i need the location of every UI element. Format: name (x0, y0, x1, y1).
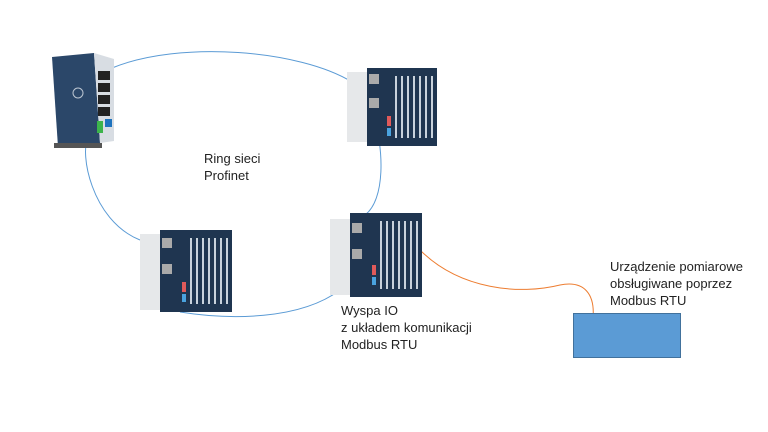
io-island-label-line-3: Modbus RTU (341, 337, 418, 352)
ring-label: Ring sieci Profinet (204, 150, 260, 184)
ring-label-line-1: Ring sieci (204, 151, 261, 166)
profinet-ring-line (85, 51, 382, 318)
modbus-line (419, 249, 594, 319)
measurement-label-line-3: Modbus RTU (610, 293, 687, 308)
ring-label-line-2: Profinet (204, 168, 249, 183)
io-island-label: Wyspa IO z układem komunikacji Modbus RT… (341, 302, 472, 353)
measurement-label-line-2: obsługiwane poprzez (610, 276, 733, 291)
measurement-label-line-1: Urządzenie pomiarowe (610, 259, 743, 274)
io-island-left[interactable] (138, 222, 238, 314)
measurement-device-box[interactable] (573, 313, 681, 358)
plc-controller-device[interactable] (48, 53, 118, 148)
io-island-label-line-2: z układem komunikacji (341, 320, 472, 335)
io-island-modbus[interactable] (328, 207, 428, 299)
io-island-top[interactable] (343, 60, 443, 150)
io-island-label-line-1: Wyspa IO (341, 303, 398, 318)
measurement-label: Urządzenie pomiarowe obsługiwane poprzez… (610, 258, 743, 309)
